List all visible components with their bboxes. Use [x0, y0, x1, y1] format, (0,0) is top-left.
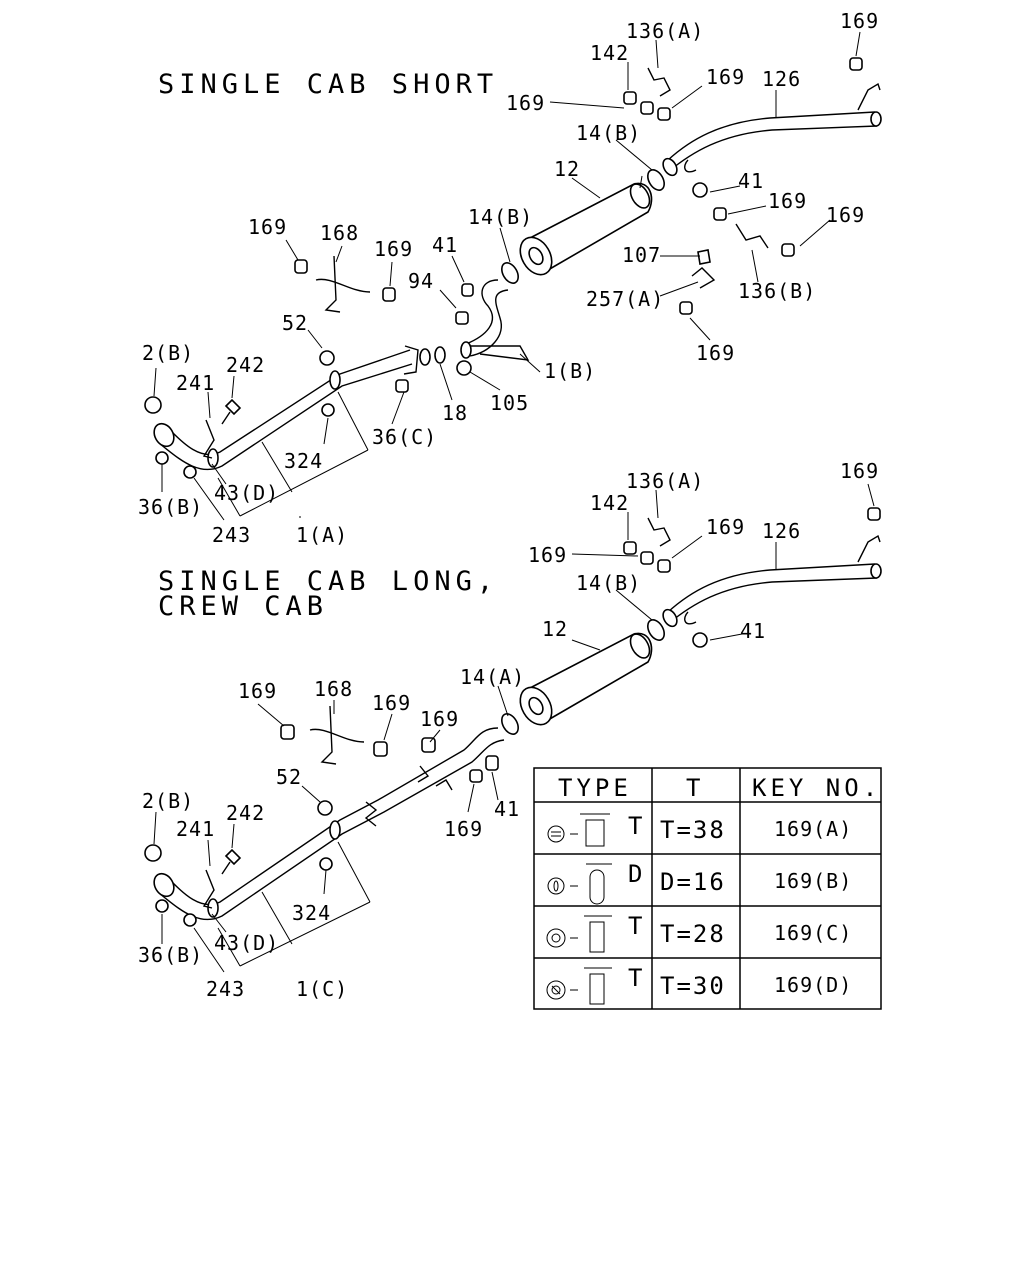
type-icon-a — [547, 813, 610, 847]
callout-241: 241 — [176, 371, 215, 395]
callout-107: 107 — [622, 243, 661, 267]
lower-callouts: 169 136(A) 142 169 126 169 14(B) 12 41 1… — [138, 459, 879, 1001]
callout-41: 41 — [494, 797, 520, 821]
value-a: T=38 — [660, 816, 726, 844]
value-d: T=30 — [660, 972, 726, 1000]
callout-242: 242 — [226, 353, 265, 377]
type-letter-c: T — [628, 912, 644, 940]
callout-105: 105 — [490, 391, 529, 415]
lower-exhaust-assembly — [144, 507, 882, 967]
callout-169: 169 — [374, 237, 413, 261]
callout-52: 52 — [282, 311, 308, 335]
title-crew-cab: CREW CAB — [158, 591, 328, 622]
callout-324: 324 — [284, 449, 323, 473]
callout-41: 41 — [738, 169, 764, 193]
callout-243: 243 — [206, 977, 245, 1001]
callout-52: 52 — [276, 765, 302, 789]
callout-169: 169 — [444, 817, 483, 841]
callout-169: 169 — [768, 189, 807, 213]
callout-169: 169 — [372, 691, 411, 715]
table-header-t: T — [686, 774, 704, 802]
callout-324: 324 — [292, 901, 331, 925]
callout-169: 169 — [706, 515, 745, 539]
upper-callouts: 169 136(A) 142 169 126 169 14(B) 12 41 1… — [138, 9, 879, 547]
type-letter-a: T — [628, 812, 644, 840]
callout-18: 18 — [442, 401, 468, 425]
callout-169: 169 — [696, 341, 735, 365]
key-169a: 169(A) — [774, 817, 852, 841]
callout-169: 169 — [528, 543, 567, 567]
callout-241: 241 — [176, 817, 215, 841]
callout-1a: 1(A) — [296, 523, 348, 547]
callout-169: 169 — [826, 203, 865, 227]
lower-leader-lines — [153, 483, 875, 973]
table-header-key-no: KEY NO. — [752, 774, 881, 802]
callout-43d: 43(D) — [214, 931, 279, 955]
callout-169: 169 — [840, 459, 879, 483]
callout-169: 169 — [420, 707, 459, 731]
callout-36b: 36(B) — [138, 943, 203, 967]
type-icon-c — [546, 915, 612, 953]
callout-126: 126 — [762, 519, 801, 543]
callout-169: 169 — [706, 65, 745, 89]
callout-36b: 36(B) — [138, 495, 203, 519]
callout-243: 243 — [212, 523, 251, 547]
callout-168: 168 — [314, 677, 353, 701]
callout-169: 169 — [506, 91, 545, 115]
callout-168: 168 — [320, 221, 359, 245]
callout-12: 12 — [554, 157, 580, 181]
callout-242: 242 — [226, 801, 265, 825]
callout-14b: 14(B) — [576, 121, 641, 145]
callout-169: 169 — [248, 215, 287, 239]
key-169b: 169(B) — [774, 869, 852, 893]
callout-136b: 136(B) — [738, 279, 816, 303]
callout-14b: 14(B) — [468, 205, 533, 229]
callout-169: 169 — [238, 679, 277, 703]
callout-36c: 36(C) — [372, 425, 437, 449]
value-b: D=16 — [660, 868, 726, 896]
callout-41: 41 — [740, 619, 766, 643]
callout-1b: 1(B) — [544, 359, 596, 383]
callout-142: 142 — [590, 41, 629, 65]
callout-136a: 136(A) — [626, 19, 704, 43]
callout-14b: 14(B) — [576, 571, 641, 595]
callout-12: 12 — [542, 617, 568, 641]
upper-leader-lines — [153, 31, 861, 521]
type-letter-b: D — [628, 860, 644, 888]
callout-94: 94 — [408, 269, 434, 293]
type-letter-d: T — [628, 964, 644, 992]
value-c: T=28 — [660, 920, 726, 948]
callout-2b: 2(B) — [142, 789, 194, 813]
title-single-cab-short: SINGLE CAB SHORT — [158, 69, 498, 100]
title-single-cab-long: SINGLE CAB LONG, — [158, 566, 498, 597]
callout-257a: 257(A) — [586, 287, 664, 311]
callout-126: 126 — [762, 67, 801, 91]
callout-142: 142 — [590, 491, 629, 515]
callout-14a: 14(A) — [460, 665, 525, 689]
type-icon-b — [547, 863, 612, 905]
callout-1c: 1(C) — [296, 977, 348, 1001]
key-169d: 169(D) — [774, 973, 852, 997]
callout-169: 169 — [840, 9, 879, 33]
callout-136a: 136(A) — [626, 469, 704, 493]
table-header-type: TYPE — [558, 774, 632, 802]
upper-exhaust-assembly — [144, 57, 882, 517]
key-table: TYPE T KEY NO. T D T — [533, 767, 882, 1010]
type-icon-d — [546, 967, 612, 1005]
callout-41: 41 — [432, 233, 458, 257]
callout-43d: 43(D) — [214, 481, 279, 505]
key-169c: 169(C) — [774, 921, 852, 945]
callout-2b: 2(B) — [142, 341, 194, 365]
